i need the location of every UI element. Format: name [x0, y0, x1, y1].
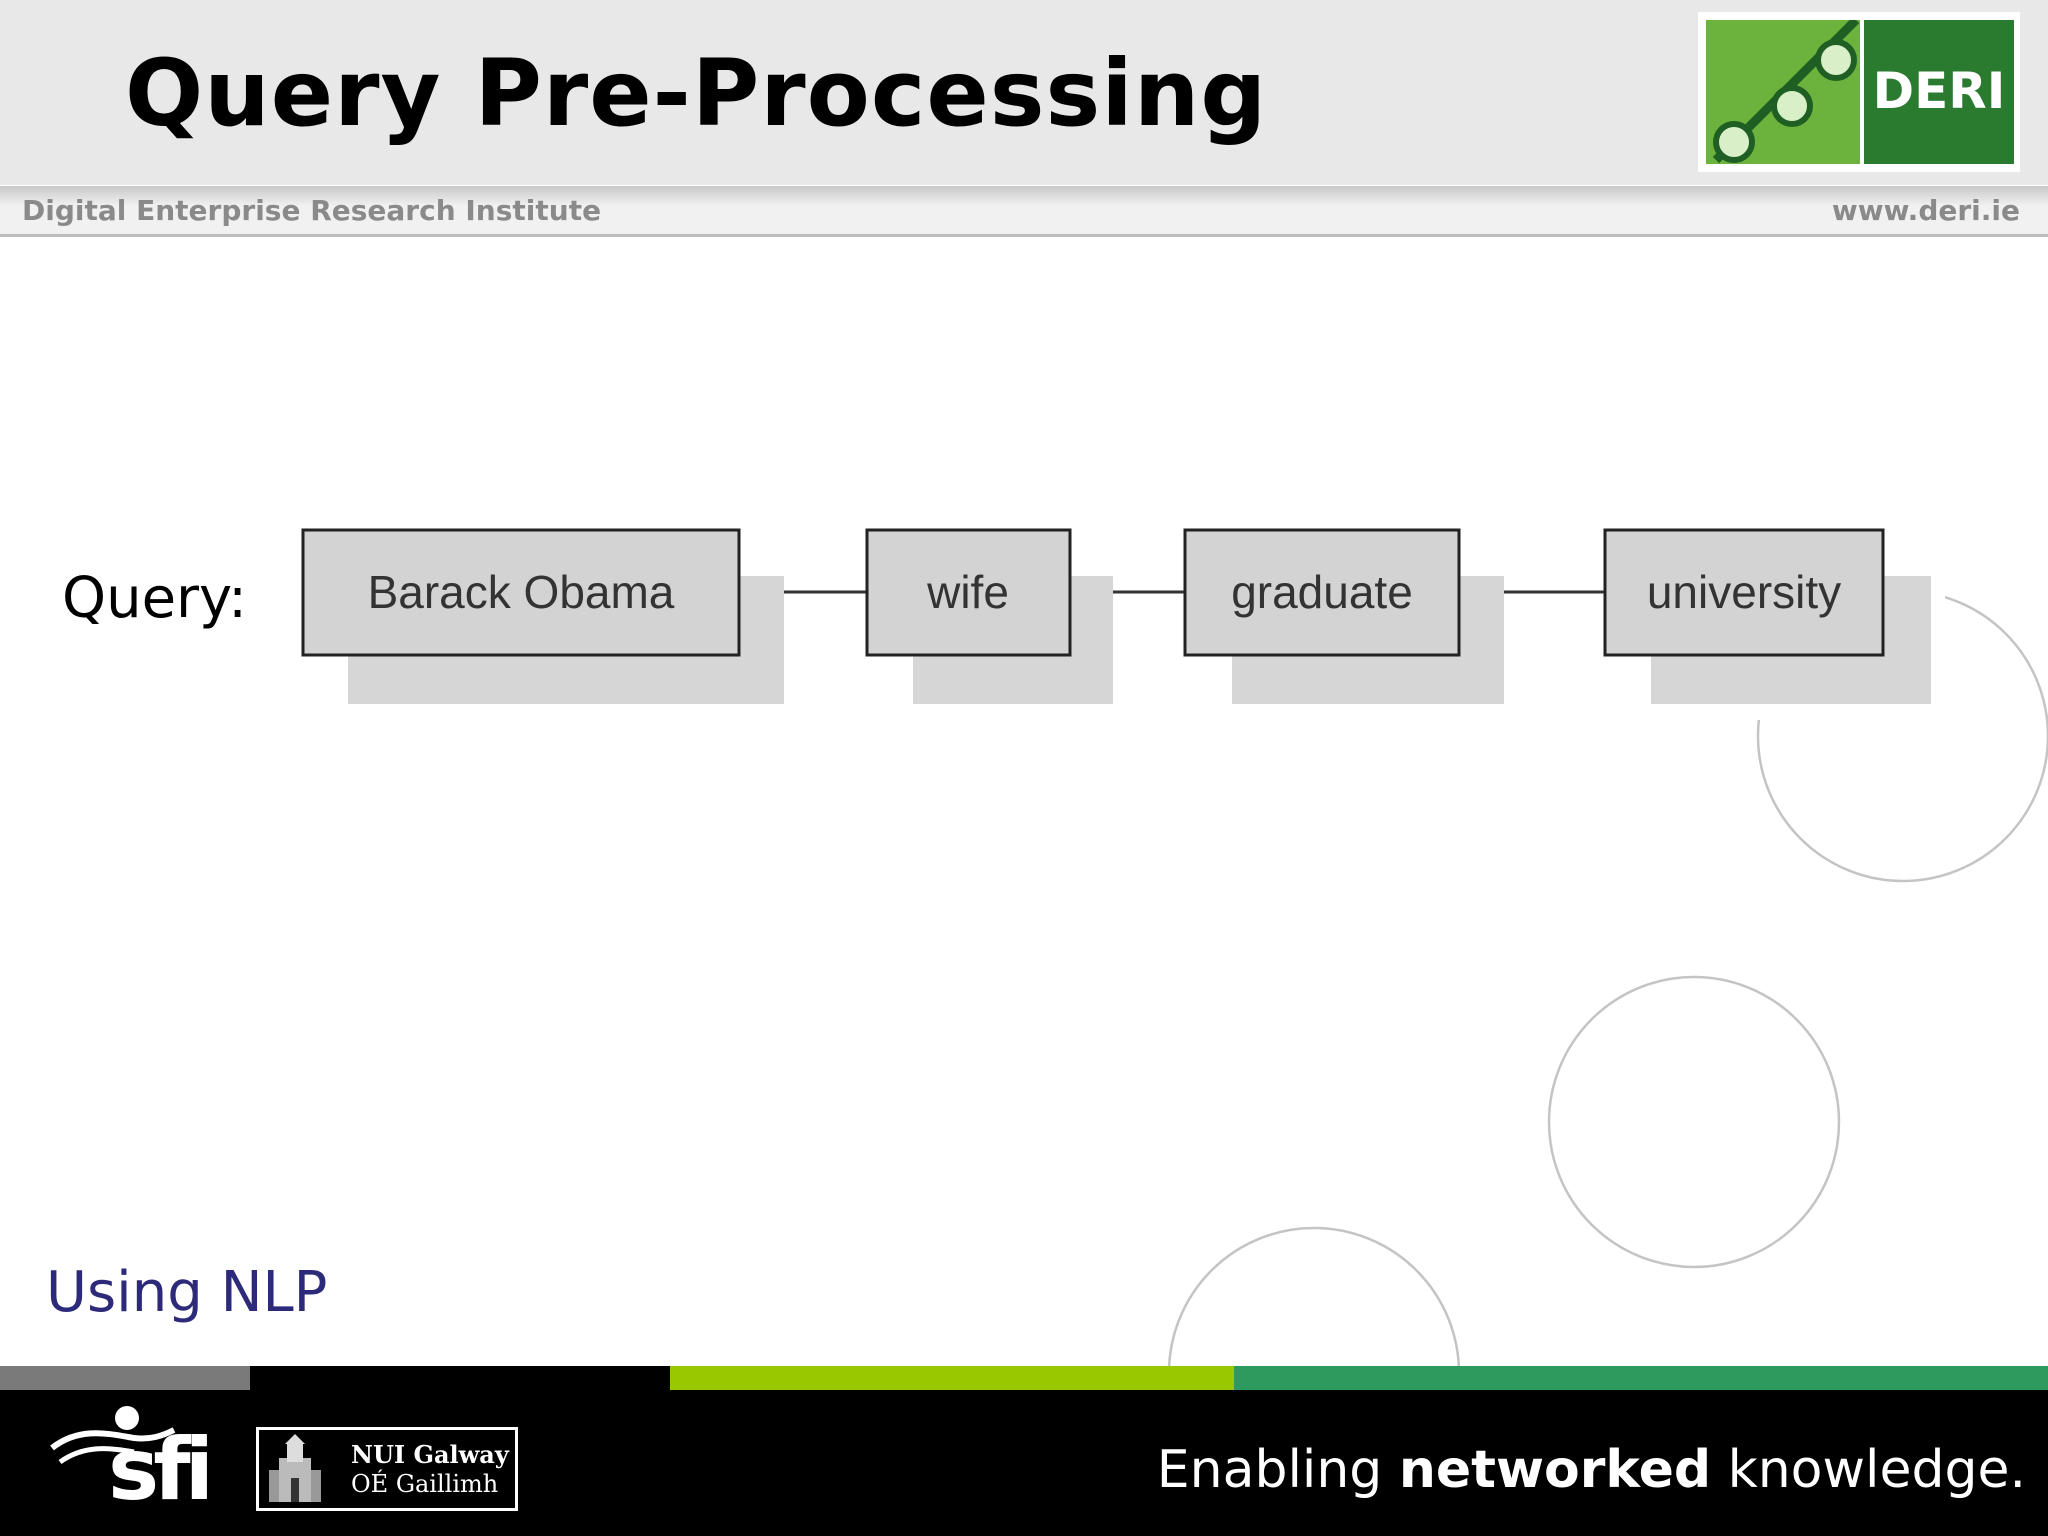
query-term-diagram: Barack Obama wife graduate university: [295, 520, 1945, 720]
tagline-suffix: knowledge.: [1711, 1440, 2026, 1500]
footer-strip-gray: [0, 1366, 250, 1390]
query-term-text: graduate: [1231, 566, 1413, 618]
nui-galway-logo: NUI Galway OÉ Gaillimh: [256, 1427, 518, 1511]
query-label: Query:: [62, 566, 247, 631]
website-url: www.deri.ie: [1831, 194, 2020, 227]
nlp-caption: Using NLP: [46, 1260, 328, 1325]
slide-title: Query Pre-Processing: [125, 40, 1268, 147]
subheader-bar: [0, 186, 2048, 236]
institute-name: Digital Enterprise Research Institute: [22, 194, 602, 227]
query-term-text: wife: [926, 566, 1009, 618]
subheader-divider: [0, 234, 2048, 237]
sfi-logo-text: sfi: [108, 1420, 214, 1520]
deri-logo-text: DERI: [1872, 62, 2006, 120]
query-term-text: university: [1647, 566, 1841, 618]
castle-tower-icon: [269, 1434, 321, 1502]
deri-graph-icon: [1706, 20, 1860, 164]
tagline-prefix: Enabling: [1156, 1440, 1399, 1500]
footer-tagline: Enabling networked knowledge.: [1157, 1440, 2026, 1500]
query-term-node: graduate: [1183, 528, 1504, 704]
deri-wordmark: DERI: [1864, 20, 2014, 164]
nui-line1: NUI Galway: [351, 1440, 509, 1469]
footer-strip-green: [1234, 1366, 2048, 1390]
footer-strip-black: [250, 1366, 670, 1390]
footer-strip-lime: [670, 1366, 1234, 1390]
query-term-node: wife: [865, 528, 1113, 704]
query-term-node: university: [1603, 528, 1931, 704]
sfi-logo: sfi: [50, 1400, 214, 1520]
deri-logo: DERI: [1698, 12, 2020, 172]
query-term-text: Barack Obama: [368, 566, 675, 618]
tagline-bold: networked: [1398, 1440, 1712, 1500]
query-term-node: Barack Obama: [301, 528, 784, 704]
nui-line2: OÉ Gaillimh: [351, 1470, 499, 1498]
